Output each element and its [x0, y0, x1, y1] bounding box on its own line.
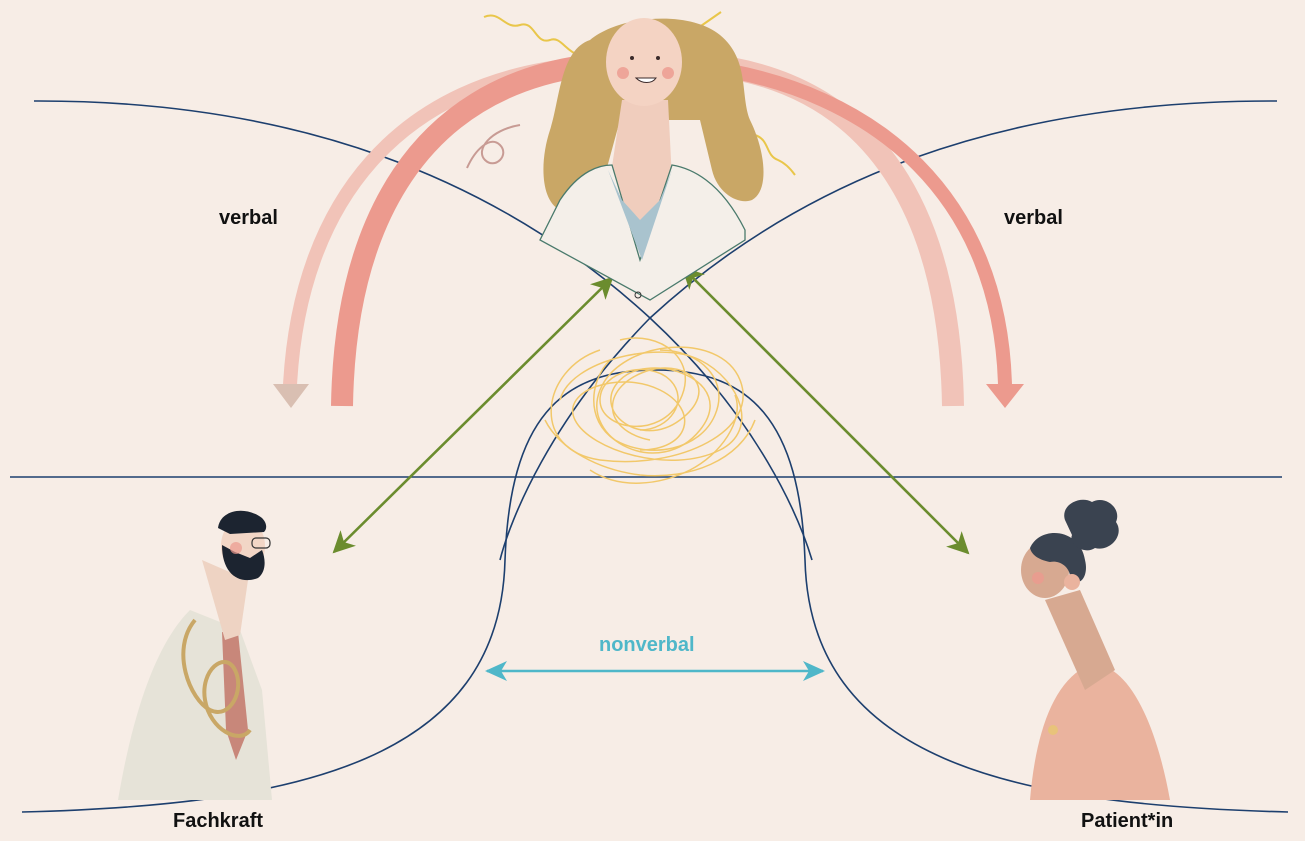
patient-label: Patient*in — [1081, 810, 1173, 833]
verbal-arrowhead-left-light — [273, 384, 309, 408]
face — [606, 18, 682, 106]
swirl — [467, 125, 520, 168]
hair — [218, 511, 266, 534]
verbal-label-right: verbal — [1004, 207, 1063, 230]
verbal-arrow-left-light — [290, 64, 583, 385]
tangle-scribble — [545, 338, 755, 483]
patient-illustration — [1021, 500, 1170, 800]
coat — [118, 610, 272, 800]
nonverbal-label: nonverbal — [599, 634, 695, 657]
cheek-left — [617, 67, 629, 79]
interaction-arrows — [334, 268, 968, 553]
professional-label: Fachkraft — [173, 810, 263, 833]
verbal-label-left: verbal — [219, 207, 278, 230]
professional-illustration — [118, 511, 272, 800]
verbal-arrowhead-right-dark — [986, 384, 1024, 408]
cheek-right — [662, 67, 674, 79]
interpreter-illustration — [467, 12, 795, 300]
neck — [1045, 590, 1115, 690]
arrow-interpreter-patient — [683, 268, 968, 553]
curve-left-descending — [34, 101, 812, 560]
